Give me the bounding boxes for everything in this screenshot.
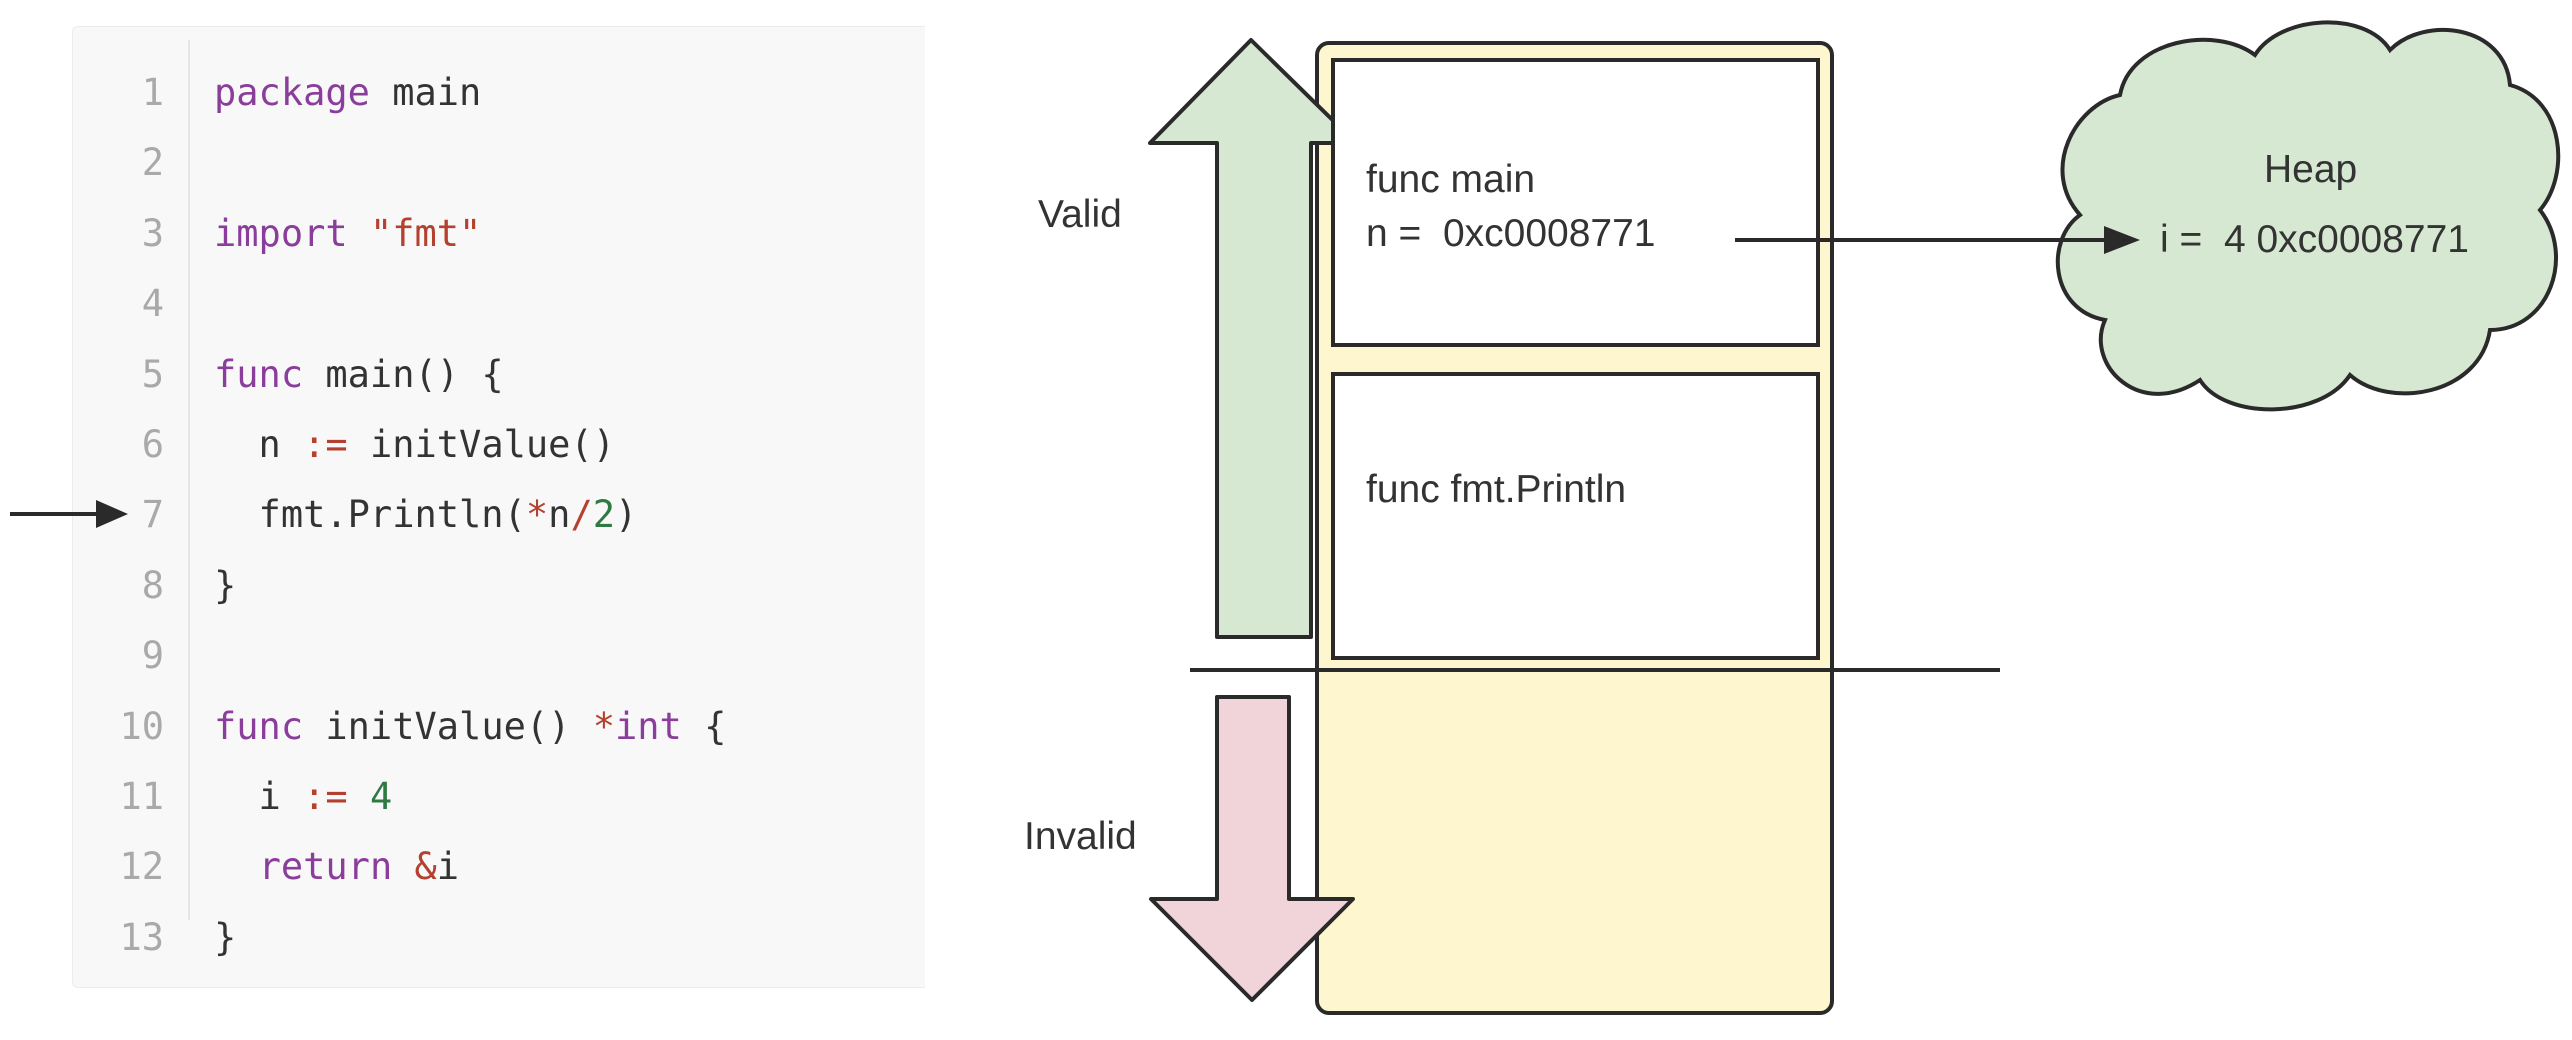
code-token-str: "fmt" <box>369 211 482 255</box>
heap-title: Heap <box>2264 148 2358 191</box>
line-number: 6 <box>141 423 164 466</box>
invalid-down-arrow <box>1149 695 1355 1002</box>
code-text: fmt.Println(*n/2) <box>214 490 638 540</box>
code-token: { <box>681 704 727 748</box>
code-token-kw: int <box>614 704 682 748</box>
code-panel <box>72 26 925 988</box>
code-line: 11 i := 4 <box>72 772 912 822</box>
code-line: 3 import "fmt" <box>72 209 912 259</box>
code-token: ) <box>615 493 638 537</box>
code-token-kw: func <box>214 352 304 396</box>
line-number: 13 <box>119 915 164 959</box>
code-token: initValue() <box>303 704 593 748</box>
code-token-op: * <box>525 493 549 537</box>
code-text: func main() { <box>214 350 504 400</box>
frame-main-box <box>1331 58 1820 347</box>
line-number-gutter-divider <box>188 40 190 920</box>
code-token-op: := <box>303 775 348 818</box>
code-token: } <box>214 915 237 959</box>
invalid-label: Invalid <box>1024 815 1137 858</box>
line-number: 4 <box>141 282 164 326</box>
code-text: import "fmt" <box>214 209 481 259</box>
code-line: 13} <box>72 913 912 963</box>
code-text: func initValue() *int { <box>214 702 726 752</box>
code-line: 10 func initValue() *int { <box>72 702 912 752</box>
line-number: 11 <box>119 775 164 818</box>
code-line: 7 fmt.Println(*n/2) <box>72 490 912 540</box>
code-line: 8} <box>72 561 912 611</box>
frame-println-box <box>1331 372 1820 660</box>
code-text: return &i <box>214 842 460 892</box>
code-text: } <box>214 561 236 611</box>
code-line: 6 n := initValue() <box>72 420 912 470</box>
code-token-op: & <box>414 845 437 889</box>
valid-label: Valid <box>1038 193 1122 236</box>
code-token: n <box>214 423 304 466</box>
heap-entry: i = 4 0xc0008771 <box>2160 218 2469 261</box>
code-token: initValue() <box>347 423 615 466</box>
line-number: 7 <box>141 493 164 537</box>
code-line: 2 <box>72 138 912 188</box>
pointer-arrow <box>1735 226 2140 254</box>
code-token: main() { <box>303 352 504 396</box>
frame-main-title: func main <box>1366 158 1536 201</box>
code-token: i <box>214 775 304 818</box>
line-number: 3 <box>141 211 164 255</box>
code-token-kw: return <box>258 845 393 889</box>
code-line: 1 package main <box>72 68 912 118</box>
code-token-num: 2 <box>592 493 615 537</box>
code-token-kw: package <box>214 71 370 114</box>
code-token: i <box>436 845 460 889</box>
line-number: 12 <box>119 845 164 889</box>
code-token: fmt.Println( <box>214 493 526 537</box>
line-number: 9 <box>141 634 164 678</box>
code-token: n <box>548 493 571 537</box>
code-token-num: 4 <box>369 775 393 818</box>
frame-main-pointer-var: n = 0xc0008771 <box>1366 212 1656 255</box>
line-number: 10 <box>119 704 164 748</box>
current-line-arrow <box>10 500 128 528</box>
code-token-op: * <box>592 704 615 748</box>
line-number: 5 <box>141 352 164 396</box>
line-number: 2 <box>141 141 164 185</box>
code-line: 5 func main() { <box>72 350 912 400</box>
code-token-op: / <box>570 493 593 537</box>
code-token-kw: func <box>214 704 304 748</box>
code-text: package main <box>214 68 481 118</box>
code-line: 9 <box>72 631 912 681</box>
code-token: } <box>214 563 237 607</box>
line-number: 1 <box>141 71 164 114</box>
frame-println-title: func fmt.Println <box>1366 468 1627 511</box>
code-token-kw: import <box>214 211 348 255</box>
code-line: 4 <box>72 279 912 329</box>
line-number: 8 <box>141 563 164 607</box>
code-text: i := 4 <box>214 772 393 822</box>
code-text: } <box>214 913 236 963</box>
heap-cloud <box>2055 20 2561 412</box>
code-token-op: := <box>303 423 348 466</box>
code-token: main <box>369 71 482 114</box>
code-line: 12 return &i <box>72 842 912 892</box>
code-text: n := initValue() <box>214 420 615 470</box>
